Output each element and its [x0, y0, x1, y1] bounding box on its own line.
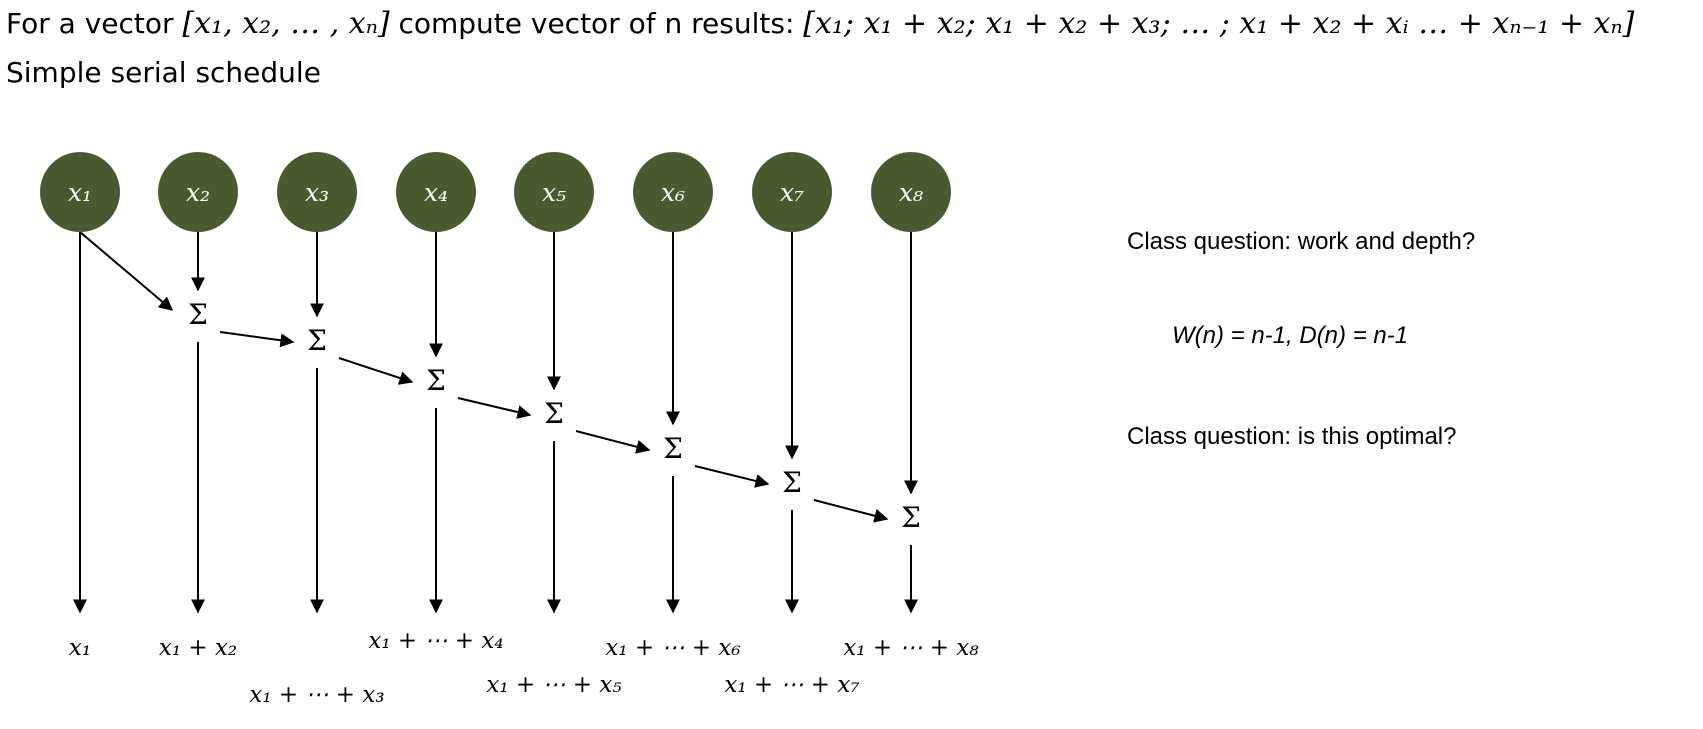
output-label-3: x₁ + ⋯ + x₃ [249, 682, 384, 708]
input-nodes: x₁ x₂ x₃ x₄ x₅ x₆ x₇ x₈ [40, 152, 951, 232]
input-label-1: x₁ [68, 178, 92, 207]
edge-sum-7-to-sum-8 [813, 499, 889, 523]
header-prefix: For a vector [6, 7, 183, 40]
edges [73, 231, 918, 614]
input-label-5: x₅ [542, 178, 566, 207]
output-label-7: x₁ + ⋯ + x₇ [724, 672, 859, 698]
work-depth-formula: W(n) = n-1, D(n) = n-1 [1172, 322, 1409, 349]
edge-sum-4-to-sum-5 [457, 397, 532, 419]
input-label-2: x₂ [186, 178, 210, 207]
output-label-6: x₁ + ⋯ + x₆ [605, 635, 740, 661]
sum-node-2: Σ [188, 298, 208, 331]
sum-node-7: Σ [782, 466, 802, 499]
input-node-4 [396, 152, 476, 232]
sum-node-8: Σ [901, 501, 921, 534]
edge-sum-6-to-sum-7 [694, 465, 770, 488]
sum-node-3: Σ [307, 324, 327, 357]
output-labels: x₁ x₁ + x₂ x₁ + ⋯ + x₃ x₁ + ⋯ + x₄ x₁ + ⋯ + … [69, 628, 979, 708]
sum-nodes: Σ Σ Σ Σ Σ Σ Σ [188, 298, 921, 534]
input-node-8 [871, 152, 951, 232]
input-node-1 [40, 152, 120, 232]
class-question-work-depth: Class question: work and depth? [1127, 228, 1476, 255]
sum-node-6: Σ [663, 432, 683, 465]
input-label-7: x₇ [780, 178, 804, 207]
output-label-2: x₁ + x₂ [159, 635, 237, 661]
input-node-7 [752, 152, 832, 232]
header-line-1: For a vector [x₁, x₂, … , xₙ] compute ve… [6, 6, 1634, 41]
sum-node-5: Σ [544, 397, 564, 430]
header-vector: [x₁, x₂, … , xₙ] [182, 6, 390, 41]
output-label-8: x₁ + ⋯ + x₈ [843, 635, 979, 661]
output-label-4: x₁ + ⋯ + x₄ [368, 628, 503, 654]
input-label-6: x₆ [661, 178, 685, 207]
input-node-5 [514, 152, 594, 232]
edge-input-1-to-sum-2 [79, 231, 174, 311]
edge-sum-3-to-sum-4 [338, 357, 414, 385]
header-results: [x₁; x₁ + x₂; x₁ + x₂ + x₃; … ; x₁ + x₂ … [803, 6, 1635, 41]
edge-sum-5-to-sum-6 [575, 430, 651, 454]
output-label-5: x₁ + ⋯ + x₅ [486, 672, 621, 698]
input-label-3: x₃ [305, 178, 329, 207]
input-node-3 [277, 152, 357, 232]
input-label-4: x₄ [424, 178, 448, 207]
header-middle: compute vector of n results: [389, 7, 804, 40]
input-label-8: x₈ [899, 178, 923, 207]
input-node-6 [633, 152, 713, 232]
header-line-2: Simple serial schedule [6, 56, 321, 89]
edge-sum-2-to-sum-3 [219, 331, 295, 348]
sum-node-4: Σ [426, 364, 446, 397]
output-label-1: x₁ [69, 635, 91, 661]
input-node-2 [158, 152, 238, 232]
class-question-optimal: Class question: is this optimal? [1127, 423, 1457, 450]
